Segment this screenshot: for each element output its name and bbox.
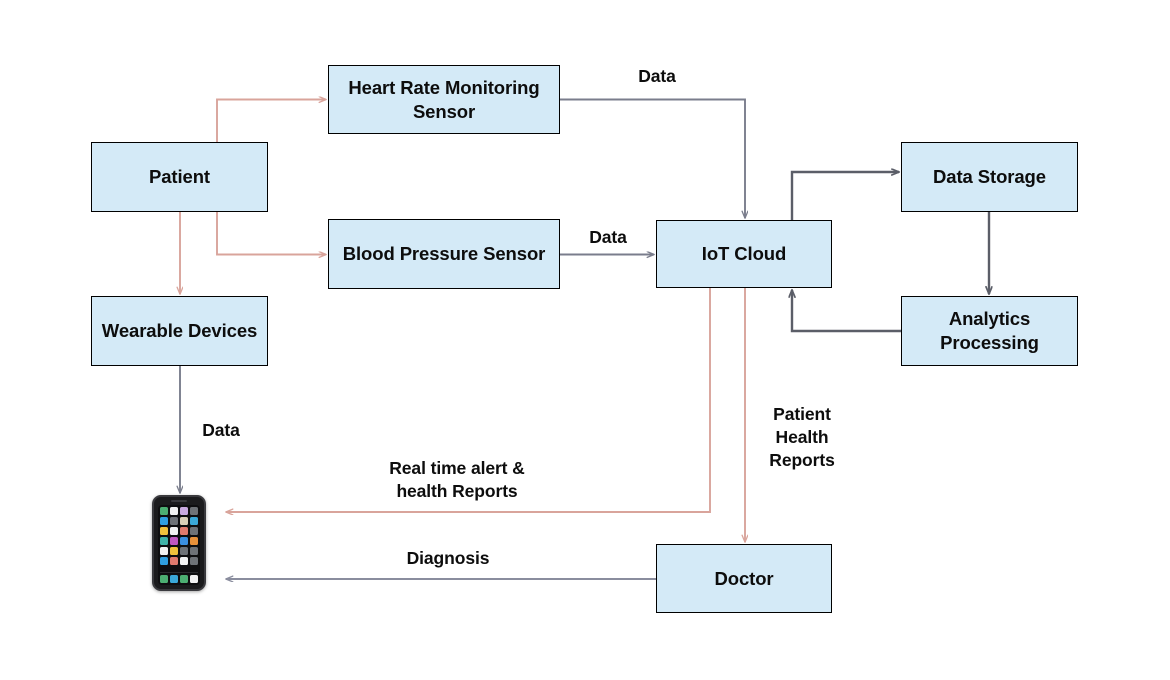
phone-app-icon[interactable] (170, 517, 178, 525)
edge-label-data-wearable: Data (202, 420, 240, 440)
phone-app-icon[interactable] (180, 517, 188, 525)
phone-app-icon[interactable] (180, 557, 188, 565)
phone-app-icon[interactable] (190, 507, 198, 515)
phone-dock-icon[interactable] (190, 575, 198, 583)
edge-patient-to-heart-rate (216, 100, 326, 142)
phone-dock (160, 572, 198, 583)
phone-app-icon[interactable] (170, 507, 178, 515)
node-analytics-processing[interactable]: Analytics Processing (901, 296, 1078, 366)
phone-app-icon[interactable] (190, 557, 198, 565)
phone-app-icon[interactable] (160, 557, 168, 565)
edge-label-data-heart-rate: Data (638, 66, 676, 86)
phone-app-icon[interactable] (180, 527, 188, 535)
phone-dock-icon[interactable] (170, 575, 178, 583)
node-blood-pressure-sensor[interactable]: Blood Pressure Sensor (328, 219, 560, 289)
phone-app-icon[interactable] (190, 537, 198, 545)
edge-iot-cloud-to-data-storage (790, 172, 899, 220)
edge-heart-rate-to-iot-cloud (560, 98, 745, 219)
phone-app-icon[interactable] (180, 507, 188, 515)
phone-app-icon[interactable] (190, 547, 198, 555)
node-iot-cloud[interactable]: IoT Cloud (656, 220, 832, 288)
phone-app-grid (160, 507, 198, 565)
phone-app-icon[interactable] (160, 507, 168, 515)
phone-notch (171, 499, 187, 502)
edge-label-data-blood-pressure: Data (589, 227, 627, 247)
edge-patient-to-blood-pressure (216, 212, 326, 255)
phone-app-icon[interactable] (160, 527, 168, 535)
node-doctor[interactable]: Doctor (656, 544, 832, 613)
edge-label-diagnosis: Diagnosis (406, 548, 490, 568)
edge-label-real-time-alert: Real time alert & health Reports (389, 458, 525, 501)
phone-app-icon[interactable] (170, 537, 178, 545)
phone-app-icon[interactable] (170, 557, 178, 565)
phone-dock-icon[interactable] (180, 575, 188, 583)
node-data-storage[interactable]: Data Storage (901, 142, 1078, 212)
phone-app-icon[interactable] (190, 527, 198, 535)
phone-app-icon[interactable] (170, 547, 178, 555)
edge-analytics-to-iot-cloud (792, 290, 901, 333)
phone-app-icon[interactable] (170, 527, 178, 535)
phone-app-icon[interactable] (180, 537, 188, 545)
phone-app-icon[interactable] (160, 537, 168, 545)
smartphone-icon[interactable] (152, 495, 206, 591)
phone-app-icon[interactable] (180, 547, 188, 555)
phone-app-icon[interactable] (160, 517, 168, 525)
phone-app-icon[interactable] (190, 517, 198, 525)
node-heart-rate-monitoring-sensor[interactable]: Heart Rate Monitoring Sensor (328, 65, 560, 134)
phone-screen (158, 505, 200, 585)
edge-label-patient-health-reports: Patient Health Reports (769, 404, 835, 470)
node-wearable-devices[interactable]: Wearable Devices (91, 296, 268, 366)
phone-app-icon[interactable] (160, 547, 168, 555)
node-patient[interactable]: Patient (91, 142, 268, 212)
phone-dock-icon[interactable] (160, 575, 168, 583)
